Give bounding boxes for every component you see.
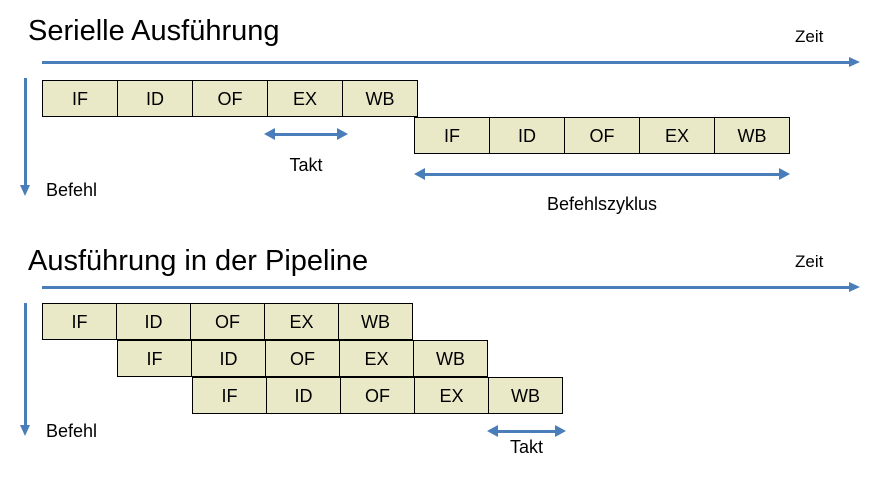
arrow-head-right-icon [555,425,566,437]
time-axis-serial [42,57,860,69]
measure-shaft [423,172,781,176]
measure-arrow-instruction-cycle [414,168,790,180]
arrow-head-right-icon [849,57,860,67]
stage-box-ex: EX [639,117,715,154]
arrow-head-left-icon [264,128,275,140]
measure-shaft [496,429,557,433]
arrow-head-left-icon [414,168,425,180]
stage-box-of: OF [564,117,640,154]
stage-box-id: ID [489,117,565,154]
time-axis-label-serial: Zeit [795,27,824,46]
page-title-serial-execution: Serielle Ausführung [28,15,280,47]
stage-box-wb: WB [338,303,413,340]
stage-box-id: ID [191,340,266,377]
stage-box-ex: EX [339,340,414,377]
stage-box-wb: WB [488,377,563,414]
page-title-pipeline-execution: Ausführung in der Pipeline [28,245,369,277]
stage-box-of: OF [265,340,340,377]
stage-box-if: IF [117,340,192,377]
stage-box-of: OF [340,377,415,414]
instruction-axis-label-pipeline: Befehl [46,421,98,441]
stage-box-if: IF [42,80,118,117]
measure-label-instruction-cycle: Befehlszyklus [546,194,658,214]
time-axis-label-pipeline: Zeit [795,252,824,271]
stage-box-of: OF [192,80,268,117]
stage-box-ex: EX [264,303,339,340]
arrow-head-right-icon [849,282,860,292]
measure-arrow-takt-serial [264,128,348,140]
arrow-head-down-icon [20,425,30,436]
instruction-row-1-serial: IF ID OF EX WB [42,80,418,117]
instruction-axis-pipeline [20,303,32,436]
instruction-row-2-pipeline: IF ID OF EX WB [117,340,488,377]
instruction-row-2-serial: IF ID OF EX WB [414,117,790,154]
time-axis-pipeline [42,282,860,294]
measure-arrow-takt-pipeline [487,425,566,437]
stage-box-of: OF [190,303,265,340]
arrow-head-left-icon [487,425,498,437]
measure-shaft [273,132,339,136]
stage-box-wb: WB [342,80,418,117]
time-axis-shaft [42,61,849,64]
stage-box-id: ID [116,303,191,340]
stage-box-if: IF [192,377,267,414]
stage-box-id: ID [117,80,193,117]
instruction-axis-shaft [24,78,27,185]
instruction-axis-serial [20,78,32,196]
measure-label-takt-serial: Takt [289,155,323,175]
instruction-axis-shaft [24,303,27,425]
stage-box-ex: EX [267,80,343,117]
instruction-axis-label-serial: Befehl [46,180,98,200]
instruction-row-3-pipeline: IF ID OF EX WB [192,377,563,414]
arrow-head-right-icon [337,128,348,140]
instruction-row-1-pipeline: IF ID OF EX WB [42,303,413,340]
stage-box-ex: EX [414,377,489,414]
stage-box-wb: WB [413,340,488,377]
stage-box-if: IF [414,117,490,154]
arrow-head-down-icon [20,185,30,196]
stage-box-wb: WB [714,117,790,154]
measure-label-takt-pipeline: Takt [509,437,543,457]
time-axis-shaft [42,286,849,289]
stage-box-if: IF [42,303,117,340]
stage-box-id: ID [266,377,341,414]
arrow-head-right-icon [779,168,790,180]
